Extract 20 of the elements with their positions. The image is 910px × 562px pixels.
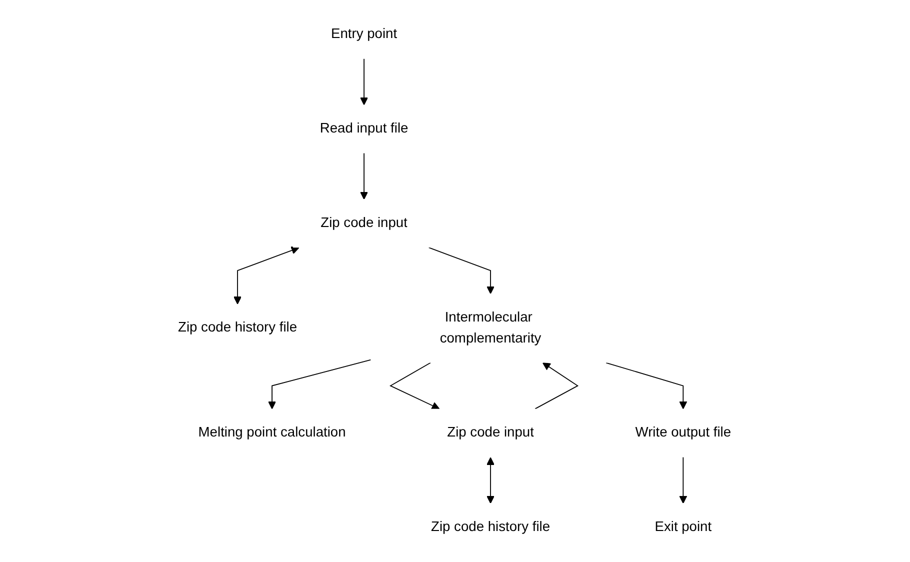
arrow (360, 152, 369, 200)
node-text: Zip code input (321, 214, 408, 231)
arrow (680, 456, 688, 504)
arrow (268, 359, 372, 410)
node-text: Zip code input (448, 424, 534, 440)
node-text: Zip code history file (431, 518, 551, 535)
arrow (428, 247, 496, 294)
arrow (486, 457, 496, 504)
arrow (390, 362, 440, 410)
arrow (234, 246, 300, 304)
node-text: Read input file (320, 120, 409, 136)
node-text: Intermolecular complementarity (440, 309, 542, 346)
node-text: Zip code history file (178, 320, 298, 336)
node-text: Melting point calculation (198, 424, 346, 440)
node-text: Exit point (655, 518, 712, 535)
arrow (535, 362, 579, 410)
arrow (360, 58, 369, 106)
arrow (606, 362, 688, 410)
node-text: Entry point (331, 26, 398, 42)
node-text: Write output file (636, 424, 732, 440)
